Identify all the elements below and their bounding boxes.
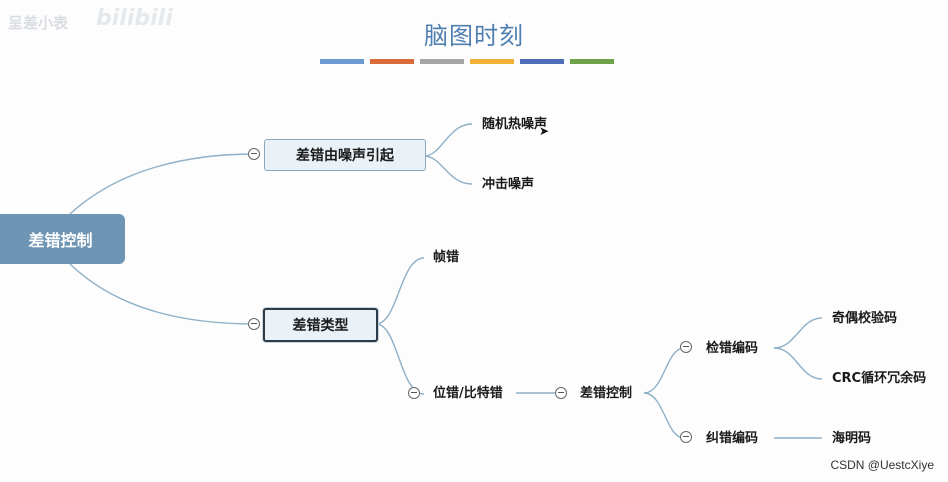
topic-noise-cause[interactable]: 差错由噪声引起 bbox=[264, 139, 426, 171]
connector-noise-impulse bbox=[423, 155, 473, 185]
topic-hamming-code[interactable]: 海明码 bbox=[832, 431, 872, 446]
collapse-toggle-noise[interactable] bbox=[248, 148, 260, 160]
topic-parity-code[interactable]: 奇偶校验码 bbox=[832, 311, 898, 326]
color-bar-orange bbox=[370, 59, 414, 64]
connector-noise-random bbox=[423, 123, 473, 157]
topic-frame-error[interactable]: 帧错 bbox=[433, 250, 460, 265]
connector-root-noise bbox=[69, 153, 256, 215]
root-topic[interactable]: 差错控制 bbox=[0, 214, 125, 264]
connector-type-frame bbox=[375, 257, 425, 325]
watermark-csdn: CSDN @UestcXiye bbox=[830, 458, 934, 472]
connector-detect-parity bbox=[773, 317, 823, 349]
connector-control-detect bbox=[643, 347, 685, 394]
collapse-toggle-detect[interactable] bbox=[680, 341, 692, 353]
color-bar-blue bbox=[320, 59, 364, 64]
mouse-cursor-icon: ➤ bbox=[539, 124, 550, 138]
topic-error-detection-code[interactable]: 检错编码 bbox=[706, 341, 759, 356]
topic-error-correction-code[interactable]: 纠错编码 bbox=[706, 431, 759, 446]
connector-root-type bbox=[69, 263, 256, 325]
connector-type-bit bbox=[375, 323, 425, 395]
watermark-bilibili: bilibili bbox=[96, 6, 173, 31]
collapse-toggle-control[interactable] bbox=[555, 387, 567, 399]
collapse-toggle-correct[interactable] bbox=[680, 431, 692, 443]
topic-error-type[interactable]: 差错类型 bbox=[263, 308, 378, 342]
watermark-left: 呈差小表 bbox=[8, 14, 69, 32]
topic-impulse-noise[interactable]: 冲击噪声 bbox=[482, 177, 535, 192]
connector-detect-crc bbox=[773, 347, 823, 380]
color-bar-gray bbox=[420, 59, 464, 64]
topic-crc-code[interactable]: CRC循环冗余码 bbox=[832, 371, 927, 386]
color-bar-yellow bbox=[470, 59, 514, 64]
collapse-toggle-type[interactable] bbox=[248, 318, 260, 330]
collapse-toggle-bit[interactable] bbox=[408, 387, 420, 399]
page-title: 脑图时刻 bbox=[424, 22, 524, 50]
topic-bit-error[interactable]: 位错/比特错 bbox=[433, 386, 503, 401]
topic-error-control-sub[interactable]: 差错控制 bbox=[580, 386, 633, 401]
color-bar-green bbox=[570, 59, 614, 64]
connector-control-correct bbox=[643, 392, 685, 439]
color-bar-navy bbox=[520, 59, 564, 64]
topic-random-thermal-noise[interactable]: 随机热噪声 bbox=[482, 117, 548, 132]
